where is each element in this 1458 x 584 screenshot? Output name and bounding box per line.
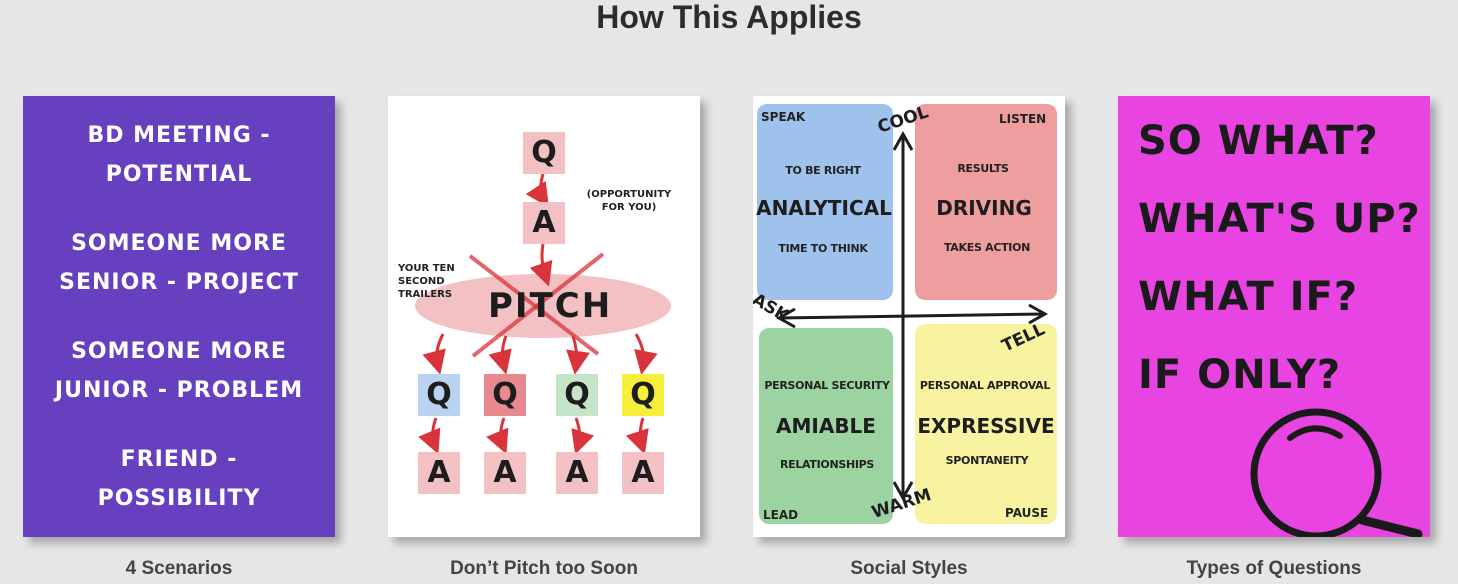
page-title: How This Applies <box>596 0 862 35</box>
question-if-only: IF ONLY? <box>1138 352 1342 398</box>
arrow-pitch-q1 <box>422 333 446 375</box>
q-box-red: Q <box>484 374 526 416</box>
quadrant-analytical <box>757 104 893 300</box>
scenario-friend: FRIEND - POSSIBILITY <box>97 446 261 511</box>
question-so-what: SO WHAT? <box>1138 118 1379 164</box>
q-box-green: Q <box>556 374 598 416</box>
opportunity-note: (OPPORTUNITY FOR YOU) <box>586 189 672 213</box>
q-top-box: Q <box>523 132 565 174</box>
scenario-bd-meeting: BD MEETING - POTENTIAL <box>87 122 271 187</box>
driving-top: RESULTS <box>957 162 1009 175</box>
analytical-bottom: TIME TO THINK <box>778 242 868 255</box>
a-box-3: A <box>556 452 598 494</box>
card-4-scenarios[interactable]: BD MEETING - POTENTIAL SOMEONE MORE SENI… <box>23 96 335 537</box>
corner-listen: LISTEN <box>999 112 1047 126</box>
corner-pause: PAUSE <box>1005 506 1049 520</box>
question-whats-up: WHAT'S UP? <box>1138 196 1421 242</box>
corner-speak: SPEAK <box>761 110 806 124</box>
driving-name: DRIVING <box>936 196 1032 220</box>
expressive-top: PERSONAL APPROVAL <box>919 379 1051 392</box>
caption-4-scenarios[interactable]: 4 Scenarios <box>125 558 233 579</box>
trailers-note: YOUR TEN SECOND TRAILERS <box>398 263 455 300</box>
magnifying-glass-icon <box>1250 408 1423 537</box>
card-social-styles[interactable]: COOL WARM ASK TELL SPEAK LISTEN LEAD PAU… <box>753 96 1065 537</box>
cross-line-1 <box>468 254 600 356</box>
caption-types-of-questions[interactable]: Types of Questions <box>1186 558 1362 579</box>
a-box-1: A <box>418 452 460 494</box>
arrow-pitch-q4 <box>634 333 658 375</box>
pitch-blob <box>415 274 671 338</box>
caption-social-styles[interactable]: Social Styles <box>850 558 968 579</box>
q-box-blue: Q <box>418 374 460 416</box>
a-top-box: A <box>523 202 565 244</box>
a-box-2: A <box>484 452 526 494</box>
analytical-name: ANALYTICAL <box>756 196 892 220</box>
amiable-bottom: RELATIONSHIPS <box>779 458 875 471</box>
quadrant-expressive <box>915 324 1057 524</box>
pitch-diagram-graphics <box>415 173 671 455</box>
cross-line-2 <box>471 252 605 358</box>
arrow-q3-a3 <box>571 417 595 455</box>
pitch-label: PITCH <box>488 286 613 326</box>
arrow-q1-a1 <box>418 417 441 455</box>
expressive-bottom: SPONTANEITY <box>945 454 1029 467</box>
arrow-q4-a4 <box>625 417 649 455</box>
amiable-top: PERSONAL SECURITY <box>764 379 890 392</box>
question-what-if: WHAT IF? <box>1138 274 1359 320</box>
arrow-a-pitch <box>529 243 553 287</box>
expressive-name: EXPRESSIVE <box>917 414 1055 438</box>
social-axes-graphics <box>775 130 1049 502</box>
scenario-junior: SOMEONE MORE JUNIOR - PROBLEM <box>54 338 304 403</box>
quadrant-amiable <box>759 328 893 524</box>
analytical-top: TO BE RIGHT <box>785 164 861 177</box>
card-types-of-questions[interactable]: SO WHAT? WHAT'S UP? WHAT IF? IF ONLY? <box>1118 96 1430 537</box>
corner-lead: LEAD <box>763 508 799 522</box>
driving-bottom: TAKES ACTION <box>943 241 1031 254</box>
caption-dont-pitch[interactable]: Don’t Pitch too Soon <box>450 558 638 579</box>
scenario-senior: SOMEONE MORE SENIOR - PROJECT <box>59 230 299 295</box>
card-dont-pitch-too-soon[interactable]: Q A (OPPORTUNITY FOR YOU) YOUR TEN SECON… <box>388 96 700 537</box>
quadrant-driving <box>915 104 1057 300</box>
q-box-yellow: Q <box>622 374 664 416</box>
amiable-name: AMIABLE <box>776 414 876 438</box>
arrow-pitch-q3 <box>566 335 590 375</box>
a-box-4: A <box>622 452 664 494</box>
arrow-q-a <box>525 173 549 208</box>
arrow-pitch-q2 <box>488 335 512 375</box>
arrow-q2-a2 <box>486 417 509 455</box>
